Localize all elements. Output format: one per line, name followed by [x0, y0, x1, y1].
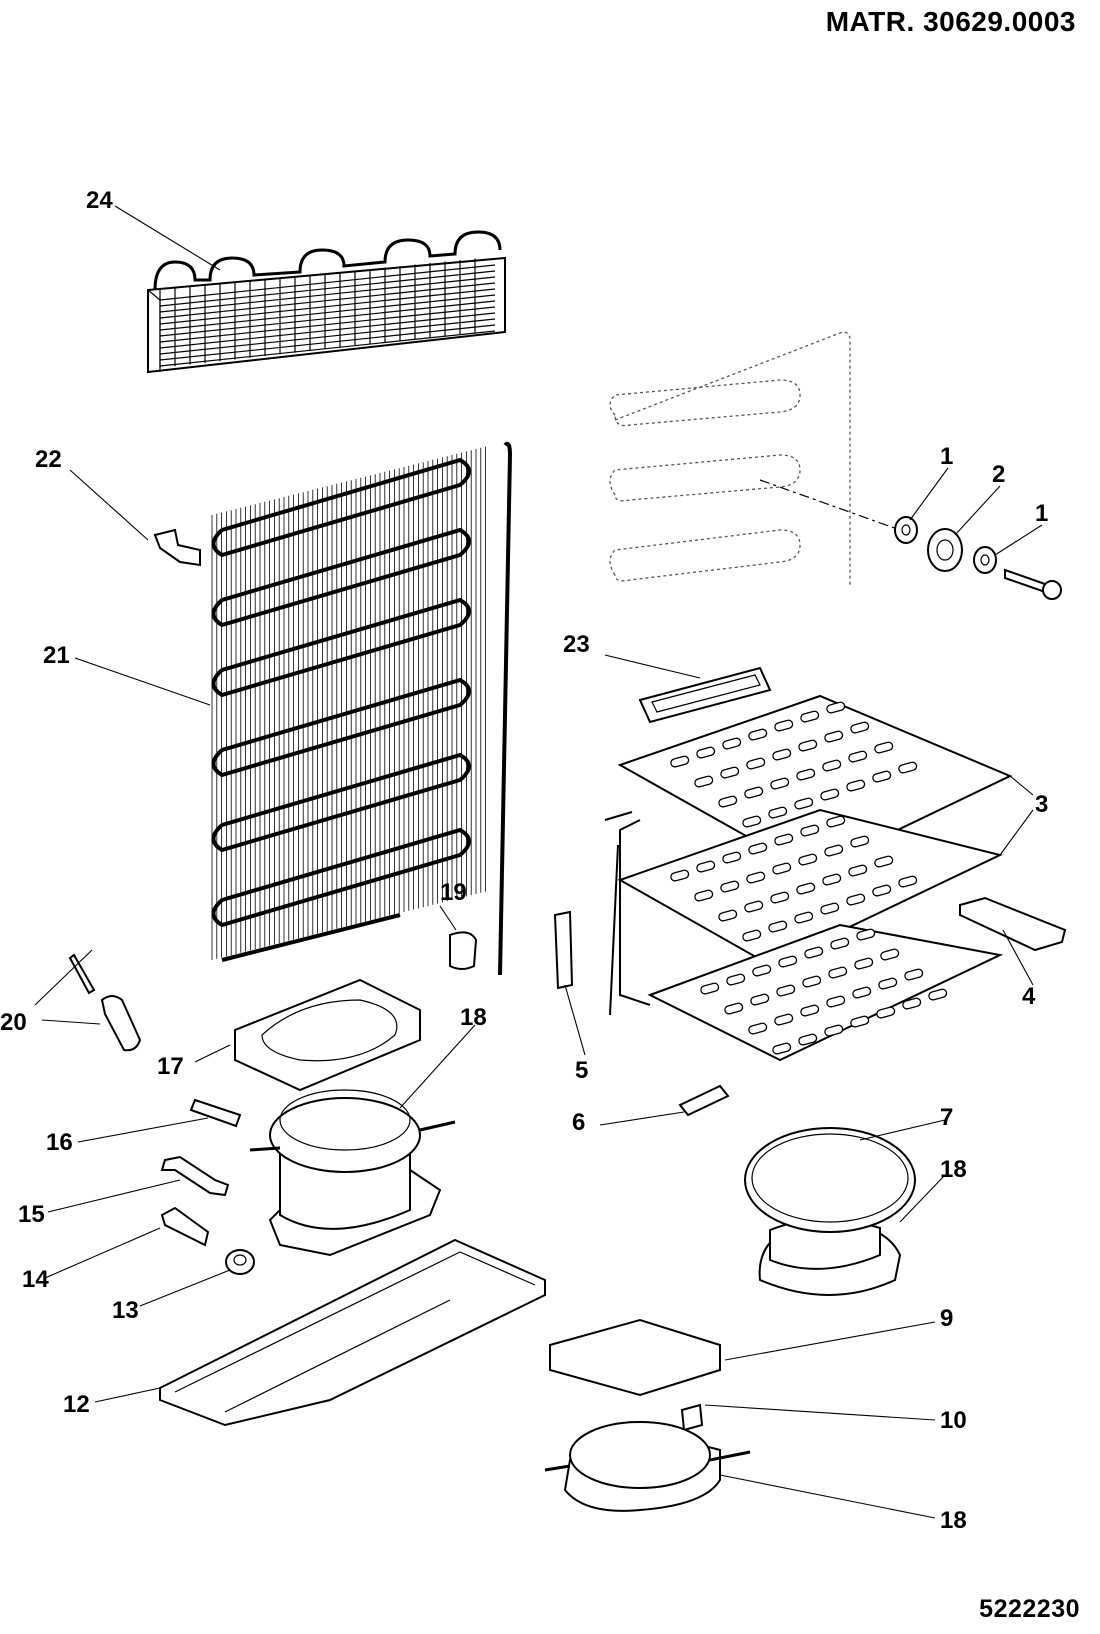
part-24-fin-condenser [147, 230, 506, 374]
callout-3: 3 [1035, 791, 1048, 818]
part-14-clip [160, 1206, 210, 1247]
leader-lines [34, 205, 1043, 1519]
callout-15: 15 [18, 1201, 45, 1228]
part-5-rail [553, 910, 574, 990]
callout-10: 10 [940, 1407, 967, 1434]
part-7-tray-with-compressor [744, 1127, 916, 1296]
callout-6: 6 [572, 1109, 585, 1136]
part-16-tube [189, 1098, 242, 1128]
drawing-title: MATR. 30629.0003 [825, 6, 1076, 37]
part-9-evaporation-pan [549, 1318, 721, 1397]
part-15-strap [160, 1155, 230, 1197]
callout-18-left: 18 [460, 1004, 487, 1031]
evaporator-outline-dashed [609, 331, 901, 585]
callout-21: 21 [43, 642, 70, 669]
part-18-compressor-bottom [544, 1421, 751, 1512]
part-19-clip [449, 931, 478, 970]
part-3-shelves [604, 694, 1013, 1062]
part-20-filter-drier [68, 953, 142, 1052]
part-12-base-plate [159, 1238, 546, 1427]
part-4-wedge [959, 896, 1067, 952]
callout-23: 23 [563, 631, 590, 658]
part-23-lamp-housing [638, 666, 772, 724]
callout-4: 4 [1022, 983, 1036, 1010]
part-21-condenser-coil [211, 441, 513, 976]
callout-24: 24 [86, 187, 113, 214]
part-2-grommet [927, 528, 963, 572]
callout-14: 14 [22, 1266, 49, 1293]
callout-9: 9 [940, 1305, 953, 1332]
part-13-grommet [225, 1249, 255, 1275]
callout-19: 19 [440, 879, 467, 906]
part-22-bracket [153, 528, 201, 567]
callout-12: 12 [63, 1391, 90, 1418]
callout-1-top: 1 [940, 443, 953, 470]
callout-16: 16 [46, 1129, 73, 1156]
callout-18-bottom: 18 [940, 1507, 967, 1534]
part-6-sensor [678, 1084, 730, 1117]
callout-17: 17 [157, 1053, 184, 1080]
callout-5: 5 [575, 1057, 588, 1084]
part-1-washer [894, 516, 918, 544]
screw-icon [1004, 568, 1062, 600]
part-17-drip-tray [234, 978, 421, 1092]
part-1-washer-2 [973, 546, 997, 574]
drawing-code: 5222230 [979, 1595, 1080, 1623]
callout-13: 13 [112, 1297, 139, 1324]
part-18-compressor [249, 1089, 456, 1257]
callout-18-right: 18 [940, 1156, 967, 1183]
callout-20: 20 [0, 1009, 27, 1036]
callout-22: 22 [35, 446, 62, 473]
part-10-bolt [680, 1403, 704, 1432]
callout-2: 2 [992, 461, 1005, 488]
callout-7: 7 [940, 1104, 953, 1131]
callout-1-bottom: 1 [1035, 500, 1048, 527]
